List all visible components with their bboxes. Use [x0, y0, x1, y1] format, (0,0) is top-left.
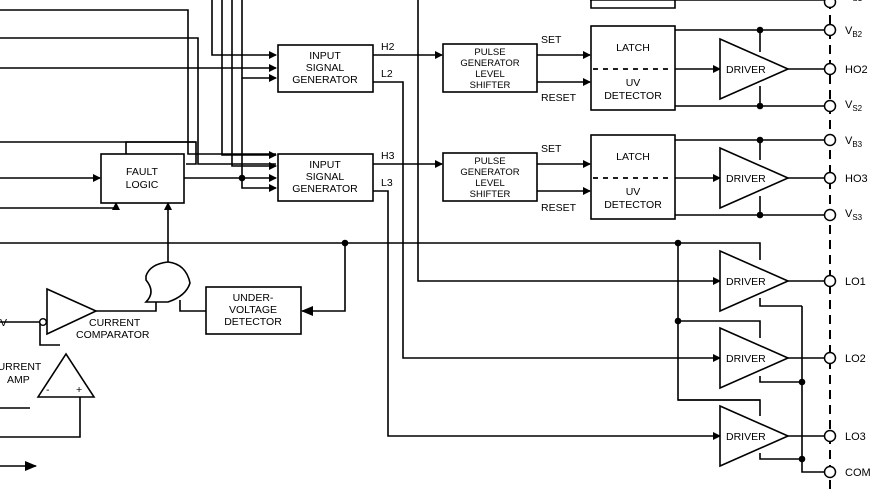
uv-detector-1-line-1: UV: [626, 77, 641, 89]
pin-label-lo3: LO3: [845, 431, 866, 443]
driver-lo2-label: DRIVER: [726, 353, 766, 365]
uv-detector-2-line-2: DETECTOR: [604, 199, 662, 211]
pin-vb3: [823, 133, 837, 147]
input-signal-generator-2: INPUT SIGNAL GENERATOR: [277, 153, 374, 202]
label-l3: L3: [381, 177, 393, 189]
input-signal-generator-2-line-1: INPUT: [309, 159, 341, 171]
input-signal-generator-2-line-2: SIGNAL: [306, 171, 345, 183]
label-reset-1: RESET: [541, 92, 577, 104]
pin-label-vs2: VS2: [845, 99, 863, 113]
input-signal-generator-1-line-3: GENERATOR: [292, 74, 358, 86]
driver-lo2: DRIVER: [719, 326, 790, 390]
current-amp: CURRENT AMP - +: [0, 352, 96, 398]
current-comparator-line-1: CURRENT: [89, 317, 141, 329]
pin-label-lo1: LO1: [845, 276, 866, 288]
input-signal-generator-2-line-3: GENERATOR: [292, 183, 358, 195]
pin-com: [823, 465, 837, 479]
pulse-gen-2-line-1: PULSE: [474, 156, 505, 167]
current-amp-line-2: AMP: [7, 374, 30, 386]
current-amp-line-1: CURRENT: [0, 361, 42, 373]
pin-vb2: [823, 23, 837, 37]
driver-lo1: DRIVER: [719, 249, 790, 313]
current-amp-minus: -: [46, 384, 50, 396]
pulse-gen-2-line-3: LEVEL: [475, 178, 505, 189]
pin-vs3: [823, 208, 837, 222]
input-signal-generator-1-line-1: INPUT: [309, 50, 341, 62]
pin-label-ho2: HO2: [845, 64, 868, 76]
input-signal-generator-1-line-2: SIGNAL: [306, 62, 345, 74]
uv-detector-1-line-2: DETECTOR: [604, 90, 662, 102]
uv-detector-main-line-3: DETECTOR: [224, 316, 282, 328]
pin-label-ho3: HO3: [845, 173, 868, 185]
label-reset-2: RESET: [541, 202, 577, 214]
pin-ho2: [823, 62, 837, 76]
driver-lo3: DRIVER: [719, 404, 790, 468]
wiring: [0, 0, 826, 473]
pin-label-vb2: VB2: [845, 25, 863, 39]
fault-logic-line-2: LOGIC: [126, 179, 159, 191]
label-h2: H2: [381, 41, 395, 53]
latch-2-label: LATCH: [616, 151, 650, 163]
pin-label-lo2: LO2: [845, 353, 866, 365]
or-gate: [144, 261, 191, 303]
fault-logic-line-1: FAULT: [126, 166, 158, 178]
pin-label-vs1: VS1: [845, 0, 863, 3]
pulse-gen-1-line-3: LEVEL: [475, 69, 505, 80]
v-partial-label: V: [0, 317, 7, 329]
latch-uv-detector-1: LATCH UV DETECTOR: [590, 25, 676, 111]
pulse-gen-2-line-2: GENERATOR: [460, 167, 519, 178]
pin-vs1: [823, 0, 837, 9]
label-h3: H3: [381, 150, 395, 162]
pin-lo2: [823, 351, 837, 365]
pin-lo1: [823, 274, 837, 288]
fault-logic-block: FAULT LOGIC: [100, 153, 185, 204]
uv-detector-2-line-1: UV: [626, 186, 641, 198]
label-l2: L2: [381, 68, 393, 80]
uv-detector-main-line-1: UNDER-: [233, 292, 274, 304]
pulse-generator-level-shifter-1: PULSE GENERATOR LEVEL SHIFTER: [442, 43, 538, 93]
pin-ho3: [823, 171, 837, 185]
pins: [823, 0, 837, 479]
latch-1-label: LATCH: [616, 42, 650, 54]
pulse-gen-1-line-1: PULSE: [474, 47, 505, 58]
label-set-2: SET: [541, 143, 562, 155]
driver-lo3-label: DRIVER: [726, 431, 766, 443]
pin-label-vs3: VS3: [845, 208, 863, 222]
current-comparator: CURRENT COMPARATOR V: [0, 287, 150, 341]
pulse-gen-1-line-2: GENERATOR: [460, 58, 519, 69]
latch-uv-detector-2: LATCH UV DETECTOR: [590, 134, 676, 220]
driver-ho3: DRIVER: [719, 146, 790, 210]
under-voltage-detector-block: UNDER- VOLTAGE DETECTOR: [205, 286, 302, 335]
pulse-gen-1-line-4: SHIFTER: [470, 80, 511, 91]
current-amp-plus: +: [76, 384, 82, 396]
pin-lo3: [823, 429, 837, 443]
driver-lo1-label: DRIVER: [726, 276, 766, 288]
pin-label-com: COM: [845, 467, 871, 479]
pin-vs2: [823, 99, 837, 113]
current-comparator-line-2: COMPARATOR: [76, 329, 150, 341]
pulse-gen-2-line-4: SHIFTER: [470, 189, 511, 200]
input-signal-generator-1: INPUT SIGNAL GENERATOR: [277, 44, 374, 93]
pulse-generator-level-shifter-2: PULSE GENERATOR LEVEL SHIFTER: [442, 152, 538, 202]
latch-uv-detector-1-partial: [590, 0, 676, 9]
pin-label-vb3: VB3: [845, 135, 863, 149]
junction-dots: [238, 26, 806, 463]
label-set-1: SET: [541, 34, 562, 46]
uv-detector-main-line-2: VOLTAGE: [229, 304, 277, 316]
driver-ho2: DRIVER: [719, 37, 790, 101]
driver-ho3-label: DRIVER: [726, 173, 766, 185]
driver-ho2-label: DRIVER: [726, 64, 766, 76]
